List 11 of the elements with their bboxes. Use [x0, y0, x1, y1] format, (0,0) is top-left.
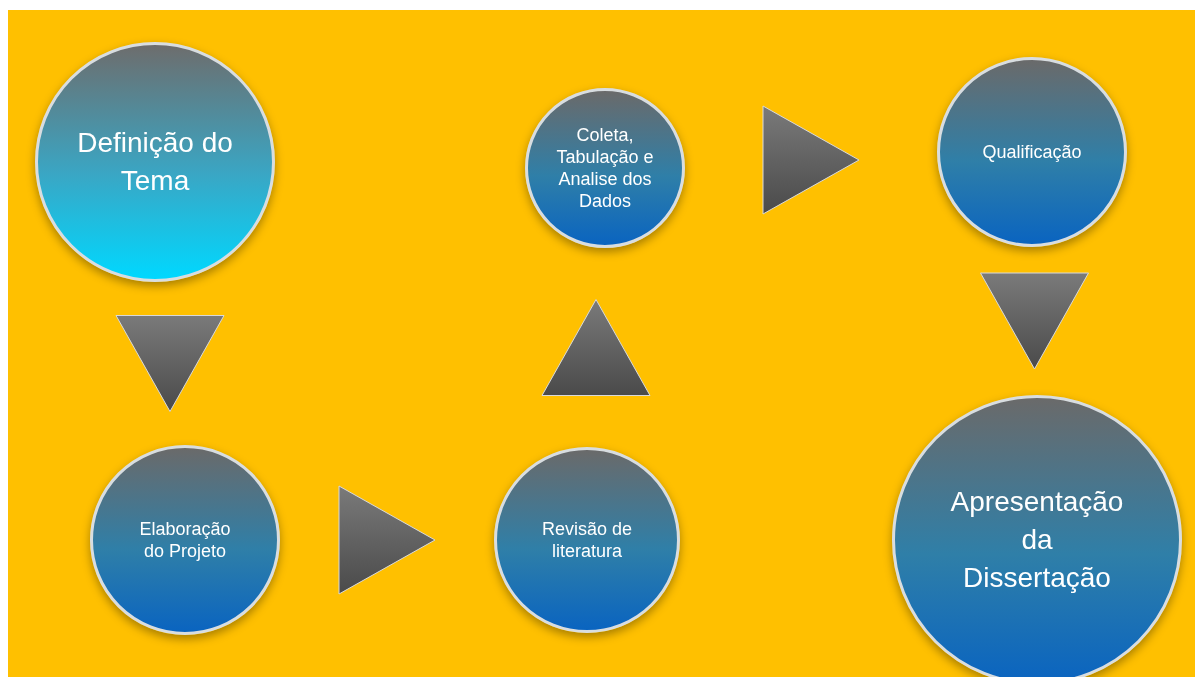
node-label: Definição do Tema [76, 126, 234, 198]
arrow [115, 315, 225, 412]
node-label: Qualificação [982, 141, 1082, 163]
arrow [980, 272, 1089, 370]
arrow [338, 485, 436, 595]
node-label: Coleta, Tabulação e Analise dos Dados [555, 124, 655, 212]
arrow [762, 105, 860, 215]
node-label: Elaboração do Projeto [138, 518, 232, 562]
node-label: Apresentação da Dissertação [950, 485, 1124, 595]
node-label: Revisão de literatura [540, 518, 634, 562]
arrow [541, 299, 651, 396]
